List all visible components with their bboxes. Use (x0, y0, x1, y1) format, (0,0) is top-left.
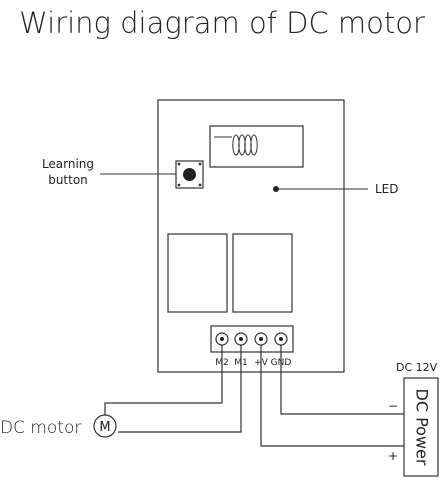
relay-1 (167, 233, 228, 313)
diagram-title: Wiring diagram of DC motor (19, 6, 425, 40)
wire-gnd (280, 345, 404, 415)
dc-power-label: DC Power (413, 389, 432, 466)
wire-m1 (118, 345, 242, 433)
motor-symbol: M (99, 420, 110, 435)
plus-sign: + (388, 449, 398, 463)
learning-button[interactable] (175, 160, 204, 189)
relay-2 (232, 233, 293, 313)
dc-power-box (403, 377, 439, 477)
minus-sign: − (388, 399, 398, 413)
learning-button-label: Learning (42, 157, 94, 171)
antenna-module (209, 125, 304, 168)
led-label: LED (375, 182, 399, 196)
motor-icon (93, 414, 117, 438)
coil-icon (214, 134, 258, 156)
dc-voltage-label: DC 12V (396, 361, 438, 374)
motor-label: DC motor (0, 418, 81, 438)
learning-button-label-2: button (48, 173, 88, 187)
wire-m2 (104, 345, 223, 416)
wire-plus-v (260, 345, 404, 447)
